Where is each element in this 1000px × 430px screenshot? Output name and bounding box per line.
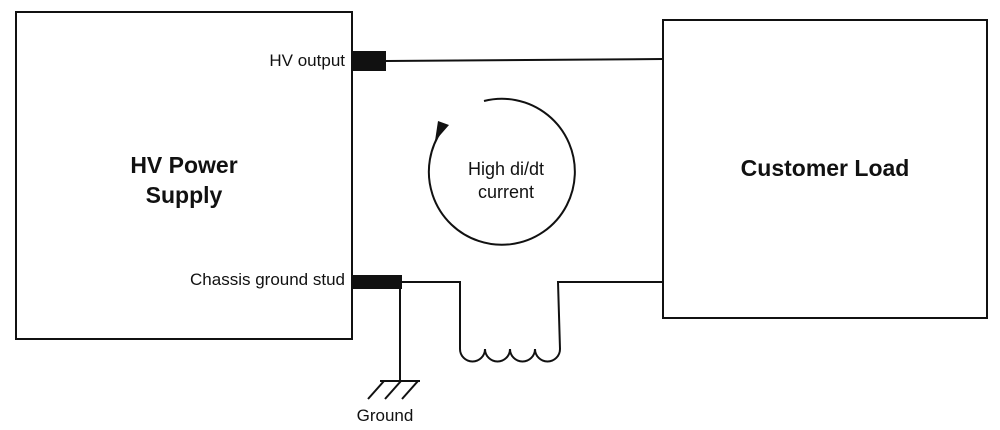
ground-symbol [367, 380, 420, 400]
current-loop-label: High di/dt current [440, 158, 572, 204]
return-wire-with-inductor [402, 281, 663, 363]
hv-output-wire [385, 58, 664, 62]
power-supply-box [15, 11, 353, 340]
current-loop-label-line1: High di/dt [467, 159, 545, 179]
power-supply-title: HV Power Supply [16, 150, 352, 210]
power-supply-title-line2: Supply [145, 182, 223, 208]
arrow-head-icon [435, 121, 449, 141]
hv-output-label: HV output [269, 51, 345, 70]
chassis-ground-stud-terminal [352, 275, 402, 289]
hv-output-terminal [352, 51, 386, 71]
customer-load-title: Customer Load [740, 155, 910, 181]
chassis-ground-stud-label: Chassis ground stud [190, 270, 345, 289]
current-loop-label-line2: current [477, 182, 535, 202]
power-supply-title-line1: HV Power [130, 152, 238, 178]
ground-label: Ground [356, 406, 414, 425]
customer-load-box [662, 19, 988, 319]
circular-current-arrow [427, 97, 576, 246]
